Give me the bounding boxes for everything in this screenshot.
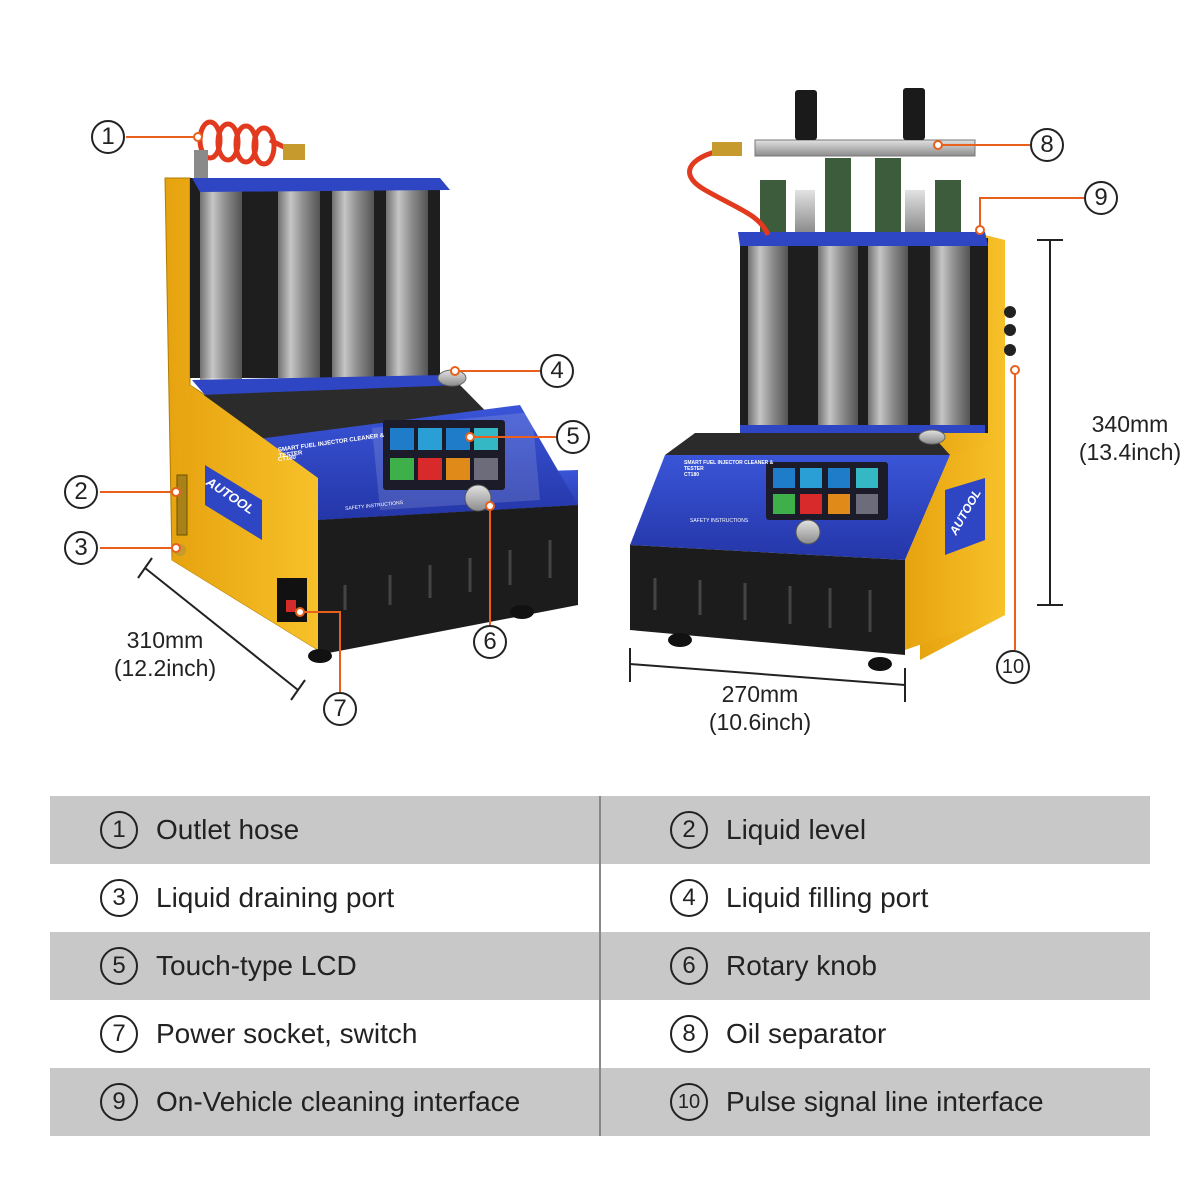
width-inch: (10.6inch) bbox=[708, 709, 812, 735]
legend-number: 9 bbox=[100, 1083, 138, 1121]
depth-inch: (12.2inch) bbox=[113, 655, 217, 681]
legend-number: 7 bbox=[100, 1015, 138, 1053]
legend-item: 7 Power socket, switch bbox=[100, 1000, 600, 1068]
left-machine bbox=[164, 119, 578, 663]
machine-illustration bbox=[100, 88, 1084, 702]
left-lcd-icons bbox=[390, 428, 498, 480]
left-rotary-knob bbox=[464, 484, 492, 512]
legend-item: 3 Liquid draining port bbox=[100, 864, 600, 932]
right-rotary-knob bbox=[795, 519, 821, 545]
dimension-lines bbox=[137, 239, 1063, 702]
parts-legend: 1 Outlet hose 2 Liquid level 3 Liquid dr… bbox=[50, 796, 1150, 1136]
legend-item: 10 Pulse signal line interface bbox=[670, 1068, 1140, 1136]
legend-number: 3 bbox=[100, 879, 138, 917]
width-mm: 270mm bbox=[721, 681, 799, 707]
left-tubes bbox=[200, 190, 428, 380]
legend-label: Power socket, switch bbox=[156, 1018, 418, 1049]
legend-item: 2 Liquid level bbox=[670, 796, 1140, 864]
right-lcd-icons bbox=[773, 468, 878, 514]
right-tubes bbox=[748, 245, 970, 425]
legend-label: Liquid level bbox=[726, 814, 867, 845]
product-diagram: 1 2 3 4 5 6 7 8 9 10 310mm (12.2inch) 27… bbox=[64, 88, 1198, 736]
legend-number: 1 bbox=[100, 811, 138, 849]
legend-number: 6 bbox=[670, 947, 708, 985]
right-safety: SAFETY INSTRUCTIONS bbox=[690, 518, 749, 524]
left-base bbox=[318, 505, 578, 655]
callout-4: 4 bbox=[540, 354, 574, 388]
outlet-hose bbox=[197, 119, 292, 167]
legend-number: 4 bbox=[670, 879, 708, 917]
legend-label: Liquid filling port bbox=[726, 882, 929, 913]
legend-label: Touch-type LCD bbox=[156, 950, 357, 981]
legend-item: 6 Rotary knob bbox=[670, 932, 1140, 1000]
right-housing-top bbox=[665, 433, 950, 455]
legend-label: Outlet hose bbox=[156, 814, 300, 845]
callout-7: 7 bbox=[323, 692, 357, 726]
legend-label: On-Vehicle cleaning interface bbox=[156, 1086, 521, 1117]
right-machine bbox=[630, 88, 1016, 671]
right-hose bbox=[687, 145, 771, 237]
callout-8: 8 bbox=[1030, 128, 1064, 162]
legend-number: 10 bbox=[670, 1083, 708, 1121]
callout-1: 1 bbox=[91, 120, 125, 154]
right-side-connectors bbox=[1004, 306, 1016, 356]
legend-label: Liquid draining port bbox=[156, 882, 395, 913]
legend-label: Oil separator bbox=[726, 1018, 887, 1049]
legend-label: Rotary knob bbox=[726, 950, 877, 981]
height-dimension: 340mm (13.4inch) bbox=[1062, 410, 1198, 466]
leader-lines bbox=[100, 136, 1084, 692]
callout-9: 9 bbox=[1084, 181, 1118, 215]
callout-5: 5 bbox=[556, 420, 590, 454]
depth-dimension: 310mm (12.2inch) bbox=[100, 626, 230, 682]
height-inch: (13.4inch) bbox=[1078, 439, 1182, 465]
legend-number: 2 bbox=[670, 811, 708, 849]
right-model: CT180 bbox=[684, 472, 700, 478]
legend-number: 8 bbox=[670, 1015, 708, 1053]
legend-divider bbox=[599, 796, 601, 1136]
legend-item: 8 Oil separator bbox=[670, 1000, 1140, 1068]
height-mm: 340mm bbox=[1091, 411, 1169, 437]
legend-item: 5 Touch-type LCD bbox=[100, 932, 600, 1000]
legend-label: Pulse signal line interface bbox=[726, 1086, 1044, 1117]
callout-2: 2 bbox=[64, 475, 98, 509]
callout-3: 3 bbox=[64, 531, 98, 565]
left-liquid-level bbox=[176, 474, 188, 536]
legend-number: 5 bbox=[100, 947, 138, 985]
legend-item: 4 Liquid filling port bbox=[670, 864, 1140, 932]
legend-item: 9 On-Vehicle cleaning interface bbox=[100, 1068, 600, 1136]
width-dimension: 270mm (10.6inch) bbox=[690, 680, 830, 736]
leader-dots bbox=[171, 132, 1020, 617]
right-top-bar bbox=[738, 232, 988, 246]
callout-6: 6 bbox=[473, 625, 507, 659]
right-base bbox=[630, 545, 905, 655]
callout-10: 10 bbox=[996, 650, 1030, 684]
right-panel-title: SMART FUEL INJECTOR CLEANER & TESTER bbox=[684, 460, 774, 472]
right-oil-separator bbox=[754, 139, 976, 157]
left-top-bar bbox=[192, 178, 450, 192]
depth-mm: 310mm bbox=[126, 627, 204, 653]
legend-item: 1 Outlet hose bbox=[100, 796, 600, 864]
